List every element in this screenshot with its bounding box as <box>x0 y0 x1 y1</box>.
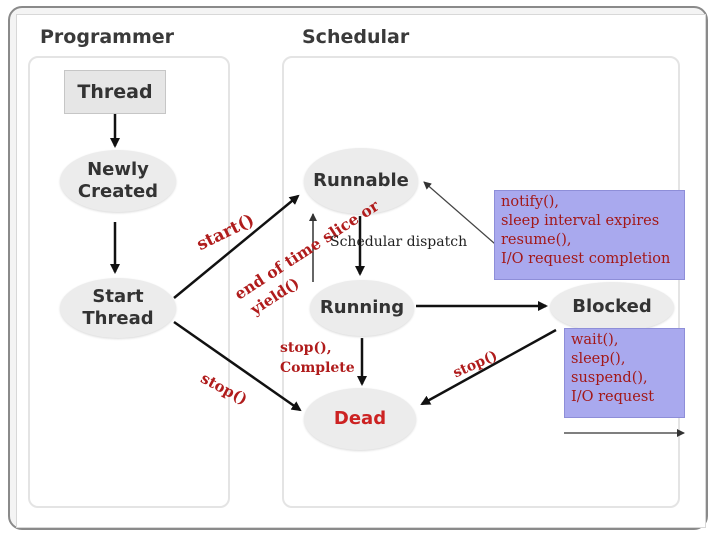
schedular-heading: Schedular <box>302 26 410 48</box>
label-stop-complete: stop(), Complete <box>280 338 355 378</box>
state-start-thread-label: Start Thread <box>82 286 154 329</box>
note-line: sleep(), <box>571 351 626 367</box>
programmer-heading: Programmer <box>40 26 174 48</box>
block-conditions-note: wait(), sleep(), suspend(), I/O request <box>564 328 685 418</box>
arrow-blocked-to-dead <box>420 328 557 406</box>
note-line: notify(), <box>501 194 560 210</box>
state-blocked: Blocked <box>550 282 674 332</box>
note-line: wait(), <box>571 332 619 348</box>
note-line: resume(), <box>501 232 572 248</box>
arrow-start-to-dead <box>173 320 302 412</box>
note-line: sleep interval expires <box>501 213 660 229</box>
thread-box: Thread <box>64 70 166 114</box>
arrow-start-to-runnable <box>173 194 300 299</box>
label-stop-complete-line1: stop(), <box>280 340 332 356</box>
unblock-conditions-note: notify(), sleep interval expires resume(… <box>494 190 685 280</box>
state-runnable: Runnable <box>304 148 418 214</box>
note-line: I/O request completion <box>501 251 671 267</box>
label-stop-complete-line2: Complete <box>280 360 355 376</box>
note-line: suspend(), <box>571 370 648 386</box>
state-start-thread: Start Thread <box>60 278 176 338</box>
state-dead: Dead <box>304 388 416 450</box>
note-line: I/O request <box>571 389 655 405</box>
state-newly-created: Newly Created <box>60 150 176 212</box>
state-running: Running <box>310 280 414 336</box>
arrow-blocked-to-runnable <box>423 181 503 251</box>
state-newly-created-label: Newly Created <box>77 159 159 202</box>
label-schedular-dispatch: Schedular dispatch <box>330 234 468 250</box>
